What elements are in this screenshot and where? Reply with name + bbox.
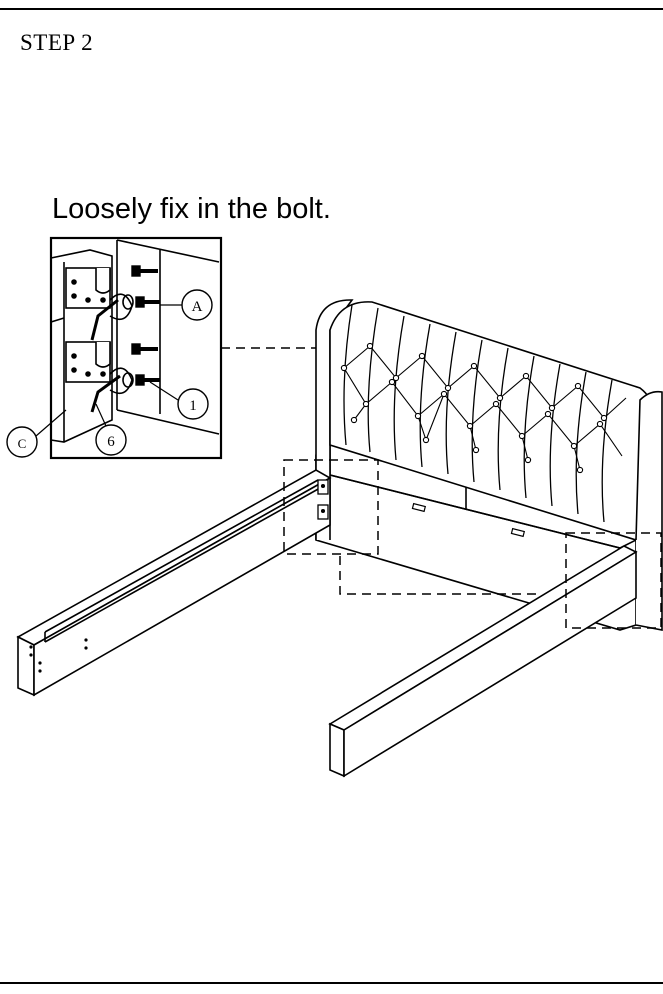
right-side-rail	[328, 545, 638, 778]
callout-c: C	[6, 426, 38, 458]
detail-inset	[49, 236, 223, 460]
step-title: STEP 2	[20, 30, 94, 55]
bottom-rule	[0, 982, 663, 984]
left-side-rail	[16, 469, 332, 697]
callout-c-label: C	[18, 436, 27, 451]
callout-1: 1	[177, 388, 209, 420]
callout-a-label: A	[192, 299, 203, 315]
instruction-text: Loosely fix in the bolt.	[52, 193, 331, 225]
tuft-buttons	[340, 342, 608, 474]
top-rule	[0, 8, 663, 10]
rail-brackets	[317, 479, 329, 520]
highlight-boxes	[283, 459, 662, 629]
callout-6-label: 6	[107, 434, 115, 450]
callout-6: 6	[95, 424, 127, 456]
callout-a: A	[181, 289, 213, 321]
callout-1-label: 1	[189, 398, 197, 414]
rail-holes	[29, 638, 88, 673]
panel-slots	[411, 502, 526, 538]
